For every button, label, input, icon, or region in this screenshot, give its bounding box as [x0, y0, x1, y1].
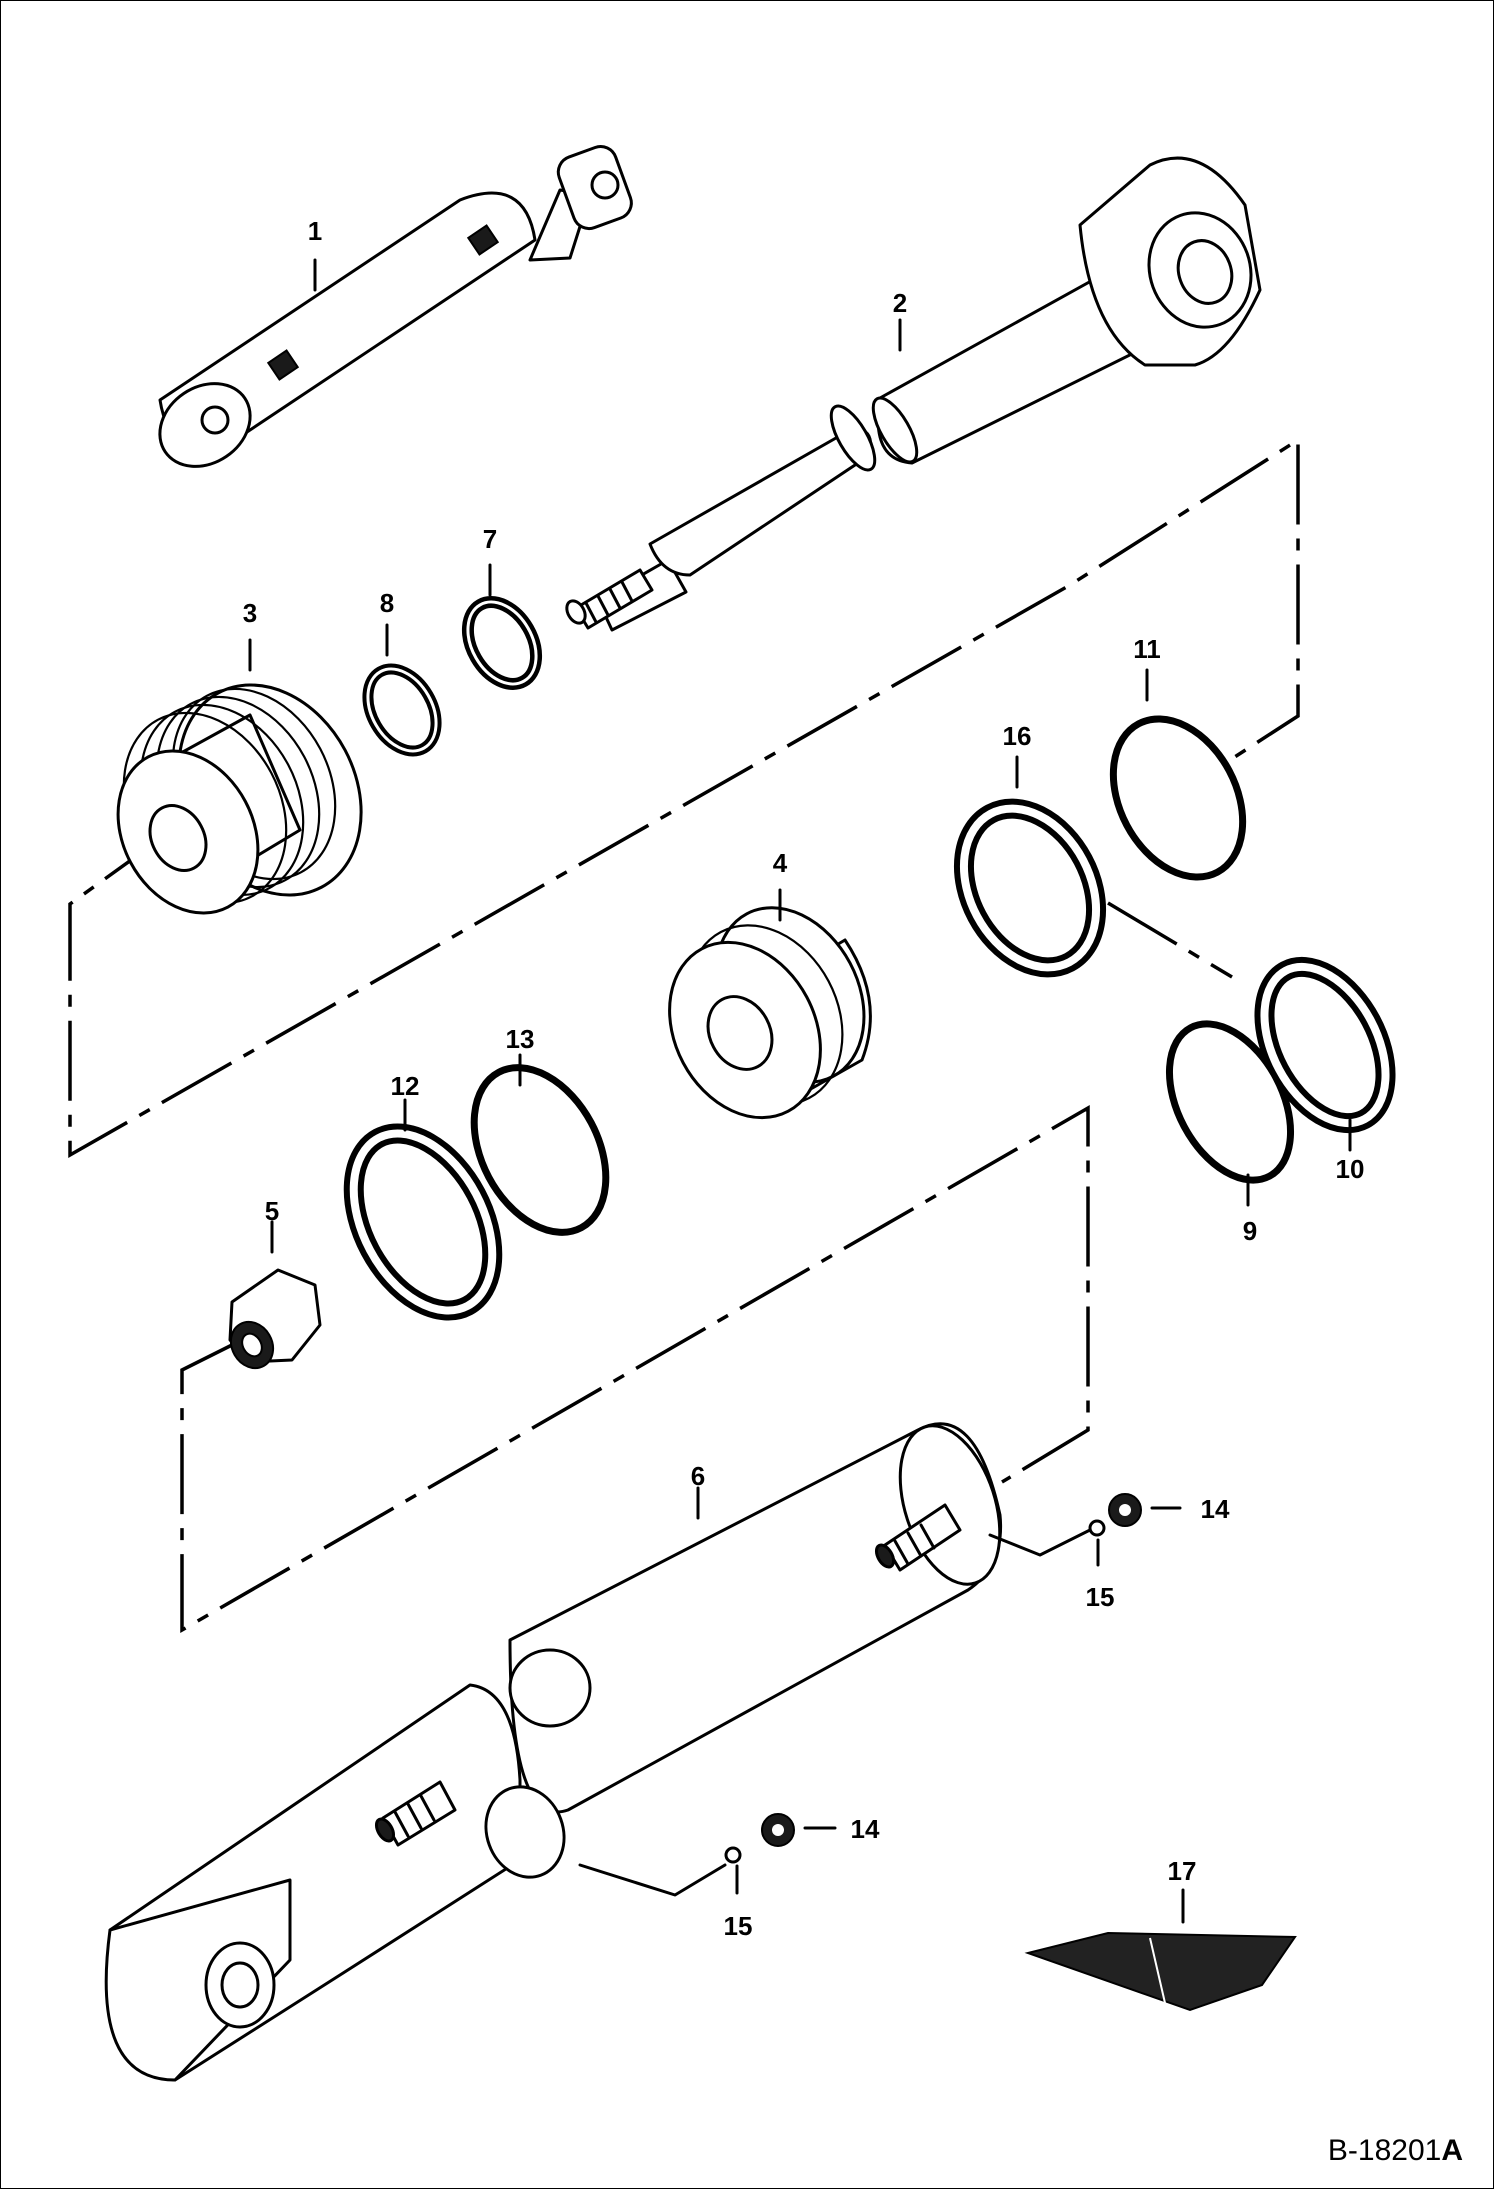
part-11-o-ring — [1109, 715, 1247, 881]
callout-12: 12 — [391, 1071, 420, 1101]
part-14-cap-upper — [1108, 1493, 1142, 1527]
callout-3: 3 — [243, 598, 257, 628]
callout-1: 1 — [308, 216, 322, 246]
figure-reference-code: B-18201 — [1328, 2134, 1441, 2167]
callout-7: 7 — [483, 524, 497, 554]
figure-reference-suffix: A — [1441, 2134, 1463, 2167]
callout-14-lower: 14 — [851, 1814, 880, 1844]
part-10-backup-ring — [1254, 956, 1396, 1134]
part-16-backup-ring — [953, 798, 1107, 978]
callout-leaders — [248, 258, 1352, 1924]
callout-13: 13 — [506, 1024, 535, 1054]
part-15-washer-upper — [1088, 1519, 1106, 1537]
barrel-port-lower — [374, 1780, 457, 1847]
part-14-cap-lower — [761, 1813, 795, 1847]
callout-2: 2 — [893, 288, 907, 318]
figure-reference: B-18201A — [1328, 2134, 1463, 2167]
callout-15-upper: 15 — [1086, 1582, 1115, 1612]
part-13-o-ring — [470, 1064, 610, 1236]
callout-11: 11 — [1133, 634, 1161, 664]
part-3-head — [116, 683, 363, 915]
callout-16: 16 — [1003, 721, 1032, 751]
part-6-barrel — [104, 1422, 1092, 2082]
part-4-piston — [668, 906, 872, 1120]
callout-9: 9 — [1243, 1216, 1257, 1246]
callout-14-upper: 14 — [1201, 1494, 1230, 1524]
part-17-decal — [1024, 1931, 1297, 2012]
part-15-washer-lower — [724, 1846, 742, 1864]
part-8-rod-seal — [362, 663, 442, 757]
callout-labels: 1 2 3 4 5 6 7 8 9 10 11 12 13 14 15 14 1… — [243, 216, 1365, 1941]
callout-10: 10 — [1336, 1154, 1365, 1184]
rod-thread — [574, 568, 654, 630]
part-2-rod — [565, 156, 1262, 632]
callout-5: 5 — [265, 1196, 279, 1226]
callout-8: 8 — [380, 588, 394, 618]
callout-6: 6 — [691, 1461, 705, 1491]
part-5-nut — [228, 1268, 322, 1370]
callout-17: 17 — [1168, 1856, 1197, 1886]
barrel-port-upper — [874, 1503, 962, 1572]
grease-fitting-icon — [266, 224, 500, 381]
part-7-wiper-seal — [461, 596, 543, 690]
part-1-rod-end-assembly — [158, 145, 633, 468]
callout-15-lower: 15 — [724, 1911, 753, 1941]
callout-4: 4 — [773, 848, 788, 878]
assembly-centerlines — [68, 436, 1300, 1634]
part-12-piston-seal — [343, 1123, 503, 1321]
